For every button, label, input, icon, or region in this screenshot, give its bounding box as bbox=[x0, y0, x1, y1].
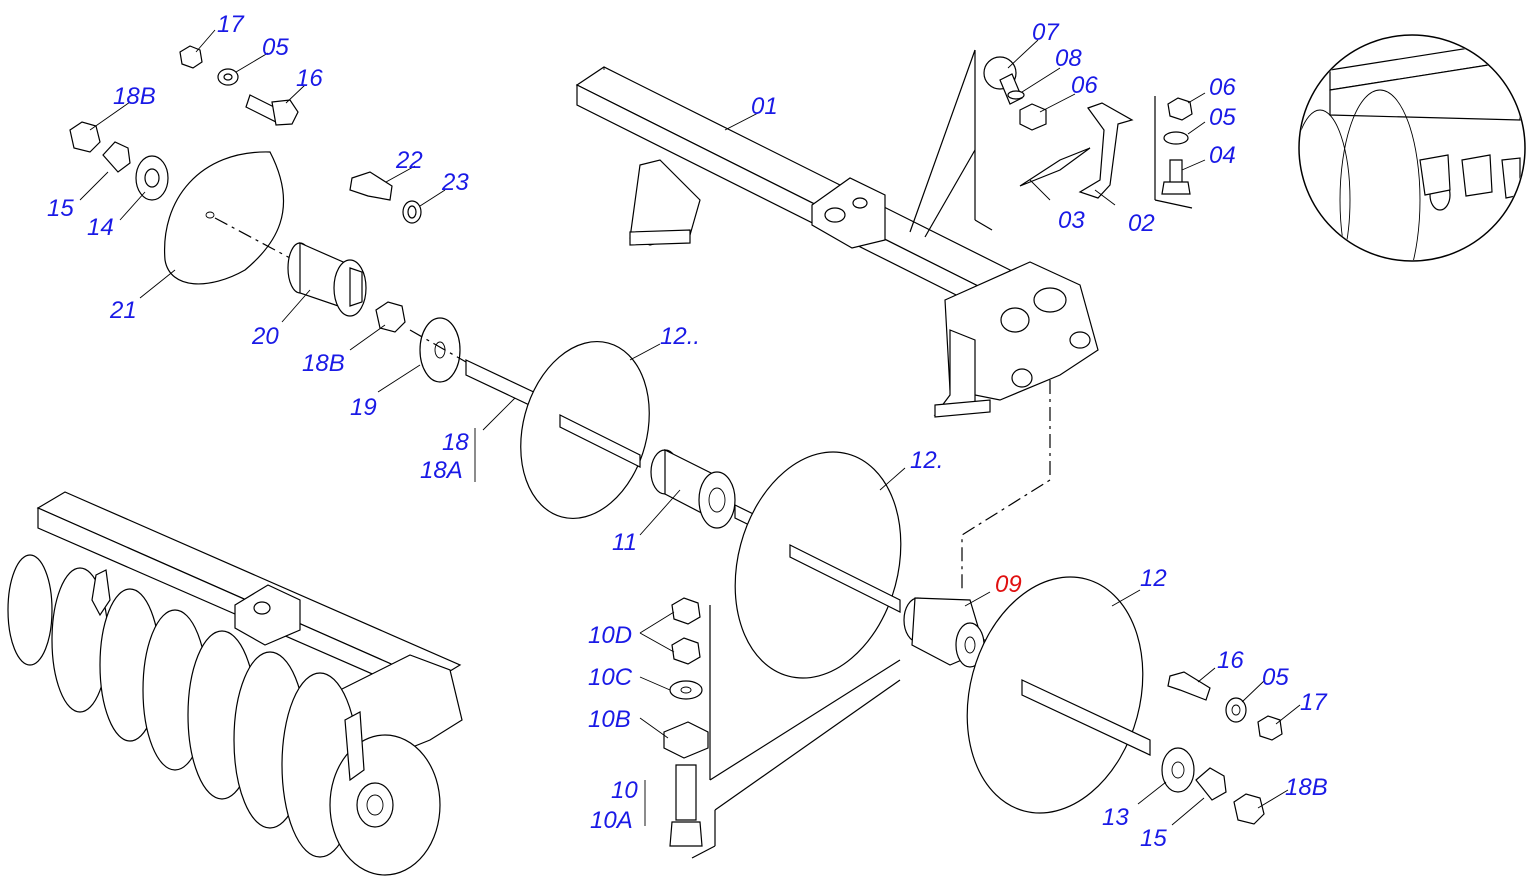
callout-03: 03 bbox=[1058, 207, 1085, 234]
callout-08: 08 bbox=[1055, 45, 1082, 72]
callout-10A: 10A bbox=[590, 807, 633, 834]
leader-lines bbox=[79, 29, 1301, 826]
callout-15-top: 15 bbox=[47, 195, 74, 222]
callout-19: 19 bbox=[350, 394, 377, 421]
callout-17-top: 17 bbox=[217, 11, 245, 38]
disc-axle-assembly bbox=[520, 340, 1283, 825]
callout-18: 18 bbox=[442, 429, 469, 456]
callout-07: 07 bbox=[1032, 19, 1060, 46]
callout-20: 20 bbox=[251, 323, 279, 350]
callout-06-right: 06 bbox=[1209, 74, 1236, 101]
callout-16-top: 16 bbox=[296, 65, 323, 92]
callout-11: 11 bbox=[612, 529, 637, 556]
callout-12dd: 12.. bbox=[660, 323, 700, 350]
assembled-harrow-view bbox=[7, 491, 463, 876]
callout-12: 12 bbox=[1140, 565, 1167, 592]
callout-21: 21 bbox=[109, 297, 137, 324]
tine-parts-group bbox=[909, 49, 1193, 238]
callout-10C: 10C bbox=[588, 664, 633, 691]
callout-12d: 12. bbox=[910, 447, 943, 474]
callout-10B: 10B bbox=[588, 706, 631, 733]
callout-10: 10 bbox=[611, 777, 638, 804]
callout-15-bottom: 15 bbox=[1140, 825, 1167, 852]
callout-16-bottom: 16 bbox=[1217, 647, 1244, 674]
callout-10D: 10D bbox=[588, 622, 632, 649]
bolt-set-10 bbox=[663, 597, 901, 859]
callout-18B-mid: 18B bbox=[302, 350, 345, 377]
callout-06-left: 06 bbox=[1071, 72, 1098, 99]
callout-05-top: 05 bbox=[262, 34, 289, 61]
callout-18B-bottom: 18B bbox=[1285, 774, 1328, 801]
callout-04: 04 bbox=[1209, 142, 1236, 169]
callout-18A: 18A bbox=[420, 457, 463, 484]
callout-labels: 17 05 16 18B 15 14 21 22 23 20 18B 19 18… bbox=[47, 11, 1328, 852]
callout-02: 02 bbox=[1128, 210, 1155, 237]
callout-09: 09 bbox=[995, 571, 1022, 598]
callout-22: 22 bbox=[395, 147, 423, 174]
callout-18B-top: 18B bbox=[113, 83, 156, 110]
callout-13: 13 bbox=[1102, 804, 1129, 831]
callout-14: 14 bbox=[87, 214, 114, 241]
detail-view-circle bbox=[1298, 34, 1526, 262]
callout-23: 23 bbox=[441, 169, 469, 196]
frame-beam bbox=[575, 66, 1099, 418]
callout-05-right: 05 bbox=[1209, 104, 1236, 131]
callout-05-bottom: 05 bbox=[1262, 664, 1289, 691]
callout-17-bottom: 17 bbox=[1300, 689, 1328, 716]
callout-01: 01 bbox=[751, 93, 778, 120]
